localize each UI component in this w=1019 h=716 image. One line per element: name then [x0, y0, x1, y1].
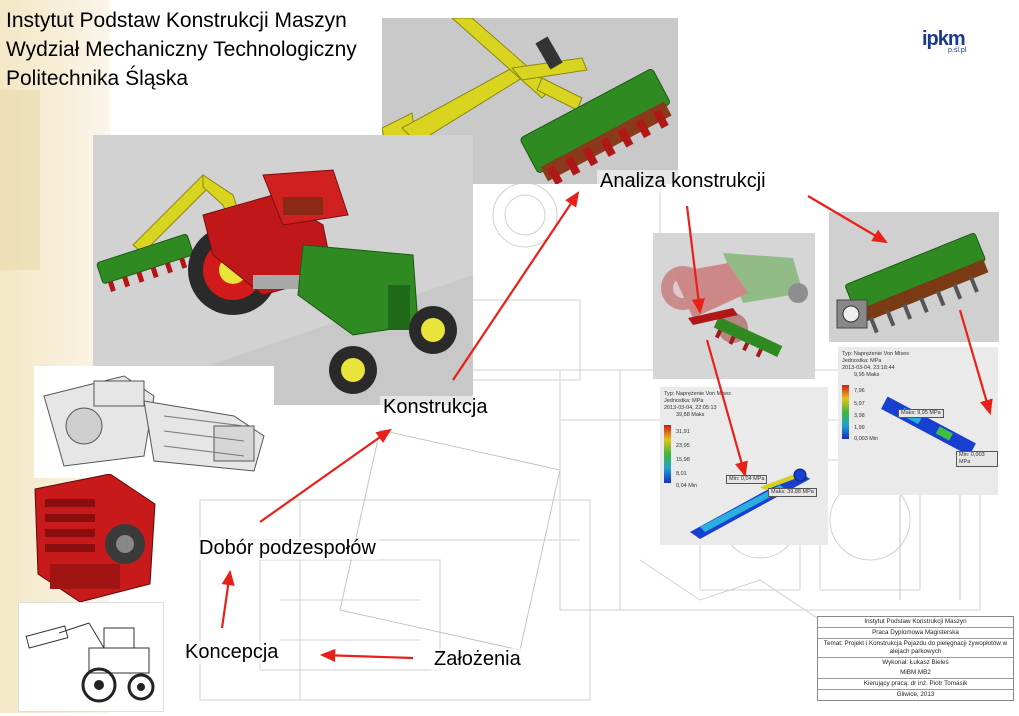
ipkm-logo: ipkm p.śl.pl [922, 28, 984, 68]
render-engine [30, 473, 160, 604]
institute-name: Instytut Podstaw Konstrukcji Maszyn [6, 9, 347, 32]
title-block: Instytut Podstaw Konstrukcji Maszyn Prac… [817, 616, 1014, 701]
fem2-unit: Jednostka: MPa [842, 358, 882, 364]
title-block-group: MiBM MB2 [818, 668, 1013, 679]
fem-result-head: Typ: Naprężenie Von Mises Jednostka: MPa… [838, 347, 998, 495]
fem2-tick-1: 7,96 [854, 388, 865, 394]
title-block-institute: Instytut Podstaw Konstrukcji Maszyn [818, 617, 1013, 628]
fem1-tick-1: 31,91 [676, 429, 690, 435]
tractor-illustration [93, 135, 473, 405]
fem-result-arm: Typ: Naprężenie Von Mises Jednostka: MPa… [660, 387, 828, 545]
title-block-place-year: Gliwice, 2013 [896, 691, 935, 698]
background-beige-accent [0, 90, 40, 270]
fem2-tick-5: 0,003 Min [854, 436, 879, 442]
fem1-legend: Typ: Naprężenie Von Mises Jednostka: MPa… [664, 391, 731, 419]
university-name: Politechnika Śląska [6, 67, 189, 90]
fem1-tick-4: 8,01 [676, 471, 687, 477]
title-block-author: Wykonał: Łukasz Bieleś [882, 659, 949, 666]
fem1-tag-min: Min: 0,04 MPa [726, 475, 768, 484]
label-dobor: Dobór podzespołów [196, 537, 379, 560]
fem1-part [690, 468, 810, 539]
mulcher-head-illustration [829, 212, 999, 342]
fem2-colorbar [842, 385, 849, 439]
fem2-tick-4: 1,99 [854, 425, 865, 431]
fem1-tick-5: 0,04 Min [676, 483, 698, 489]
fem1-colorbar [664, 425, 671, 483]
fem1-tag-max: Maks: 39,88 MPa [768, 488, 817, 497]
render-tractor-analysis [653, 233, 815, 379]
concept-sketch [18, 602, 164, 712]
fem1-max: 39,88 Maks [676, 412, 705, 418]
logo-subtext: p.śl.pl [948, 47, 967, 54]
render-gearbox [34, 366, 274, 478]
fem1-tick-3: 15,98 [676, 457, 690, 463]
fem2-date: 2013-03-04, 23:18:44 [842, 365, 895, 371]
title-block-thesis: Praca Dyplomowa Magisterska [818, 628, 1013, 639]
concept-sketch-illustration [25, 622, 155, 703]
tractor-analysis-illustration [653, 233, 815, 379]
fem2-max: 9,95 Maks [854, 372, 880, 378]
fem2-tick-3: 3,98 [854, 413, 865, 419]
fem1-unit: Jednostka: MPa [664, 398, 704, 404]
fem1-type: Typ: Naprężenie Von Mises [664, 391, 731, 397]
engine-illustration [34, 473, 156, 603]
fem1-tick-2: 23,95 [676, 443, 690, 449]
label-koncepcja: Koncepcja [182, 641, 282, 664]
fem2-tick-2: 5,97 [854, 401, 865, 407]
gearbox-illustration [43, 375, 265, 472]
label-konstrukcja: Konstrukcja [380, 396, 491, 419]
faculty-name: Wydział Mechaniczny Technologiczny [6, 38, 357, 61]
fem1-date: 2013-03-04, 22:05:13 [664, 405, 717, 411]
fem2-part [881, 396, 976, 456]
label-zalozenia: Założenia [431, 648, 524, 671]
fem2-legend: Typ: Naprężenie Von Mises Jednostka: MPa… [842, 351, 909, 379]
fem2-tag-max: Maks: 9,95 MPa [898, 409, 944, 418]
render-mulcher-head [829, 212, 999, 342]
fem2-tag-min: Min: 0,003 MPa [956, 451, 998, 467]
fem2-type: Typ: Naprężenie Von Mises [842, 351, 909, 357]
label-analiza: Analiza konstrukcji [597, 170, 769, 193]
logo-text: ipkm [922, 28, 966, 50]
render-tractor-main [93, 135, 473, 405]
title-block-topic: Temat: Projekt i Konstrukcja Pojazdu do … [818, 639, 1013, 658]
title-block-supervisor: Kierujący pracą: dr inż. Piotr Tomasik [818, 679, 1013, 690]
